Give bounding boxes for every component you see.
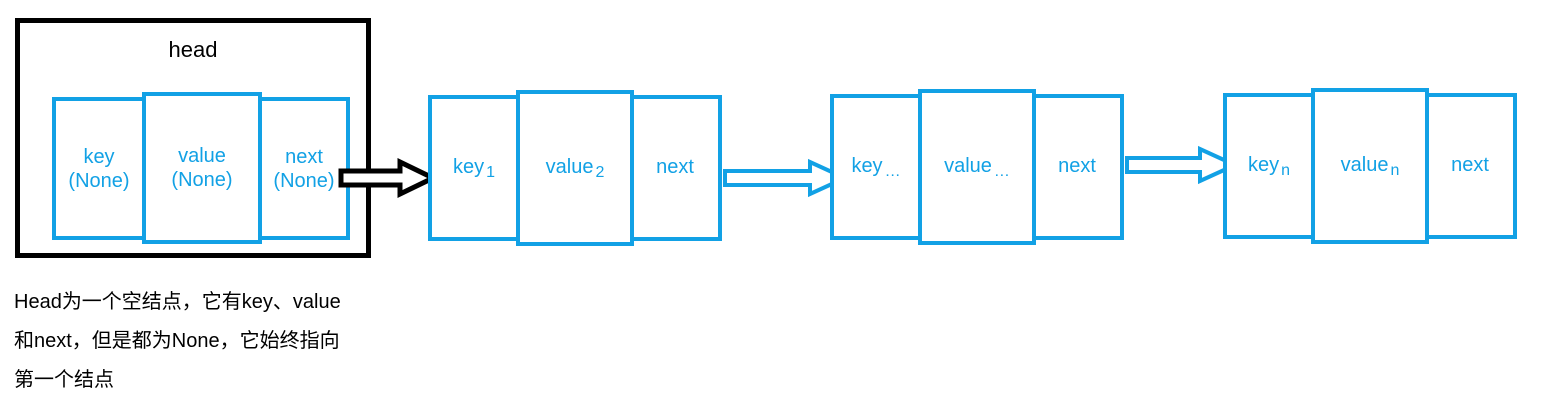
cell-label: next — [1058, 155, 1096, 177]
cell-subscript: n — [1281, 162, 1291, 179]
cell-label: next — [1451, 154, 1489, 176]
head-cell-next: next (None) — [258, 97, 350, 240]
arrow-node1-to-node2-icon — [723, 158, 848, 198]
node2-cell-key: key… — [830, 94, 922, 240]
cell-subscript: 1 — [486, 164, 496, 181]
node1-cell-next: next — [630, 95, 722, 241]
node3-cell-next: next — [1425, 93, 1517, 239]
cell-subscript: 2 — [595, 164, 605, 181]
cell-subscript: … — [884, 163, 901, 180]
caption-text: Head为一个空结点，它有key、value 和next，但是都为None，它始… — [14, 283, 341, 400]
cell-label: key — [83, 145, 115, 168]
cell-label: next — [285, 145, 323, 168]
caption-line-3: 第一个结点 — [14, 369, 114, 391]
head-cell-value: value (None) — [142, 92, 262, 244]
caption-line-2: 和next，但是都为None，它始终指向 — [14, 330, 340, 352]
cell-value: (None) — [273, 169, 335, 192]
cell-label: next — [656, 156, 694, 178]
arrow-node2-to-node3-icon — [1125, 145, 1238, 185]
cell-value: (None) — [68, 169, 130, 192]
cell-subscript: … — [993, 163, 1010, 180]
caption-line-1: Head为一个空结点，它有key、value — [14, 291, 341, 313]
cell-label: key… — [851, 155, 901, 180]
cell-subscript: n — [1390, 162, 1400, 179]
list-node-2: key… value… next — [830, 89, 1124, 245]
cell-label: value… — [944, 155, 1010, 180]
node2-cell-value: value… — [918, 89, 1036, 245]
head-cell-key: key (None) — [52, 97, 146, 240]
head-label: head — [168, 37, 218, 62]
arrow-head-to-node1-icon — [338, 158, 436, 198]
cell-value: (None) — [171, 169, 233, 191]
head-node-box: head — [15, 18, 371, 258]
node2-cell-next: next — [1032, 94, 1124, 240]
head-node-cells: key (None) value (None) next (None) — [52, 92, 350, 244]
cell-label: value — [178, 145, 226, 167]
